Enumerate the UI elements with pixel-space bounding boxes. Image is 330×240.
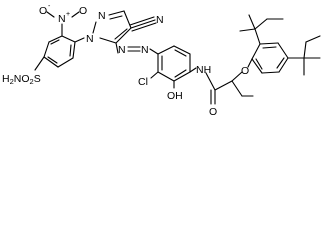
tert-pentyl-group-ortho [239, 14, 284, 45]
azo-n2-label: N [141, 44, 149, 56]
nitro-n-label: N [58, 13, 66, 25]
pyrazole-ring [92, 10, 132, 44]
nitro-plus-charge: + [66, 11, 70, 18]
nitro-o-top-label: O [39, 5, 47, 17]
cyano-n-label: N [156, 14, 164, 26]
cyano-triple-bond-c [129, 16, 155, 26]
cyano-triple-bond-a [130, 19, 156, 29]
nitro-o-single-bond [71, 11, 80, 18]
ether-aryl-bond [247, 58, 253, 68]
sulfonamide-bond [34, 56, 45, 71]
amide-alpha-bond [214, 80, 233, 91]
azo-n1-label: N [118, 44, 126, 56]
amide-n-bond [189, 67, 197, 73]
chlorine-bond [150, 71, 159, 79]
pyrazole-azo-bond [115, 42, 119, 54]
nitrophenyl-ring [43, 35, 76, 68]
tert-pentylphenyl-ring [251, 42, 289, 74]
amide-o-label: O [209, 106, 217, 118]
cyano-triple-bond-b [131, 22, 157, 32]
nitro-o-double-bond [46, 11, 55, 18]
amide-nc-bond [205, 72, 216, 91]
pyrazole-n2-label: N [98, 10, 106, 22]
nitro-minus-charge: - [48, 3, 51, 10]
chlorine-label: Cl [138, 76, 148, 88]
ether-o-label: O [241, 65, 249, 77]
amide-nh-label: NH [196, 64, 211, 76]
chemical-structure-diagram: O - N + O N N N N N H2NO2S NH Cl OH O O [2, 3, 321, 118]
pyrazole-n1-label: N [86, 33, 94, 45]
azo-aryl-bond [149, 48, 159, 55]
alpha-ether-bond [231, 71, 243, 82]
sulfonamide-label: H2NO2S [2, 73, 41, 86]
tert-pentyl-group-para [287, 35, 321, 76]
aryl-pyrazole-bond [74, 37, 85, 43]
alpha-ethyl-bond [231, 80, 243, 97]
phenol-ring [157, 45, 191, 82]
molecule-drawing: O - N + O N N N N N H2NO2S NH Cl OH O O [2, 3, 321, 118]
hydroxyl-label: OH [167, 90, 183, 102]
nitro-o-side-label: O [79, 5, 87, 17]
